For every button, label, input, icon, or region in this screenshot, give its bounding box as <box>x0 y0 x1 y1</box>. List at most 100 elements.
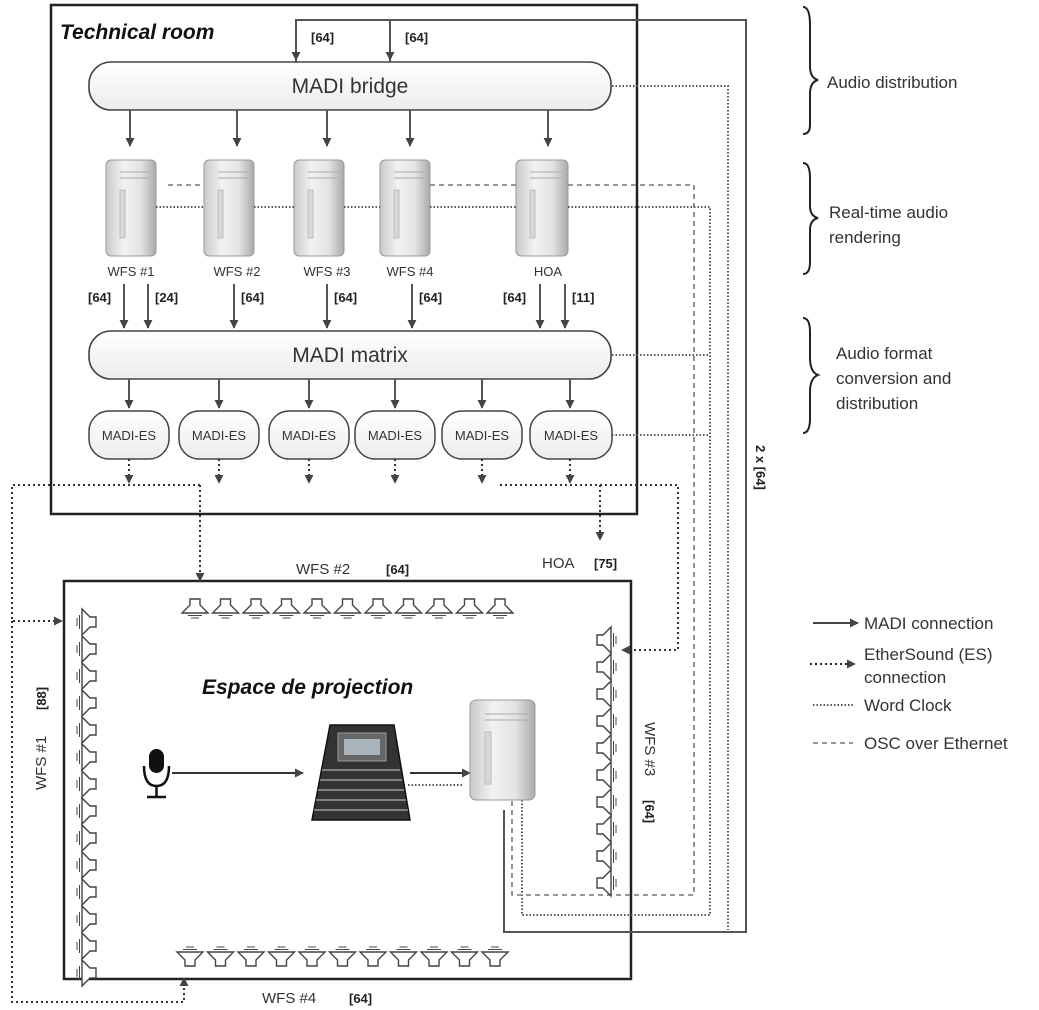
wfs2-speaker <box>486 598 514 619</box>
wfs2-speaker <box>364 598 392 619</box>
technical-room-frame <box>49 3 639 516</box>
madi-es-2-label: MADI-ES <box>192 428 247 443</box>
madi-matrix-label: MADI matrix <box>292 344 408 367</box>
wfs4-label: WFS #4 <box>262 990 316 1007</box>
wfs3-label: WFS #3 <box>641 722 658 776</box>
projection-space-title: Espace de projection <box>202 676 413 699</box>
legend-ethersound-line2: connection <box>864 668 946 687</box>
wfs3-speaker <box>596 788 617 816</box>
wfs1-speaker <box>76 959 97 987</box>
svg-text:WFS #3: WFS #3 <box>304 264 351 279</box>
hoa-channels: [75] <box>594 556 617 571</box>
wfs2-channels: [64] <box>386 562 409 577</box>
wfs4-speaker <box>237 946 265 967</box>
wfs4-speaker <box>450 946 479 967</box>
wfs1-speaker-array <box>76 608 97 987</box>
madi-es-4-label: MADI-ES <box>368 428 423 443</box>
wfs4-speaker-array <box>176 946 509 967</box>
brace-conversion <box>802 317 821 434</box>
wfs4-speaker <box>389 946 418 967</box>
wfs2-speaker <box>425 598 453 619</box>
wfs1-speaker <box>76 635 97 663</box>
input-channels-1: [64] <box>311 30 334 45</box>
wfs3-speaker <box>596 653 617 681</box>
matrix-input-5: [64] <box>419 290 442 305</box>
svg-text:WFS #4: WFS #4 <box>387 264 434 279</box>
wfs1-speaker <box>76 797 97 825</box>
stage-conversion-line1: Audio format <box>836 344 933 363</box>
wfs2-speaker <box>333 598 362 619</box>
wfs4-speaker <box>420 946 448 967</box>
wfs2-label: WFS #2 <box>296 561 350 578</box>
input-channels-2: [64] <box>405 30 428 45</box>
matrix-input-7: [11] <box>572 290 594 305</box>
wfs1-speaker <box>76 608 97 636</box>
stage-audio-distribution: Audio distribution <box>827 73 957 92</box>
wfs3-speaker <box>596 815 617 843</box>
projection-space-frame <box>62 579 633 981</box>
madi-bridge-box <box>88 61 612 111</box>
wfs4-channels: [64] <box>349 991 372 1006</box>
wfs4-speaker <box>206 946 235 967</box>
matrix-input-3: [64] <box>241 290 264 305</box>
madi-es-1-label: MADI-ES <box>102 428 157 443</box>
wfs1-speaker <box>76 878 97 906</box>
stage-conversion-line2: conversion and <box>836 369 951 388</box>
computer-wfs-4: WFS #4 <box>379 159 434 279</box>
wfs3-speaker <box>596 626 617 654</box>
computer-wfs-3: WFS #3 <box>293 159 351 279</box>
legend-osc: OSC over Ethernet <box>864 734 1008 753</box>
return-link-label: 2 x [64] <box>753 445 768 490</box>
wfs1-speaker <box>76 824 97 852</box>
wfs3-channels: [64] <box>642 800 657 823</box>
computer-wfs-1: WFS #1 <box>105 159 157 279</box>
wfs3-speaker <box>596 734 617 762</box>
legend-wordclock: Word Clock <box>864 696 952 715</box>
wfs2-speaker <box>211 598 240 619</box>
wfs1-speaker <box>76 770 97 798</box>
wfs4-speaker <box>176 946 204 967</box>
matrix-input-4: [64] <box>334 290 357 305</box>
wfs2-speaker <box>303 598 331 619</box>
wfs1-speaker <box>76 932 97 960</box>
wfs4-speaker <box>359 946 387 967</box>
wfs1-speaker <box>76 662 97 690</box>
wfs2-speaker <box>272 598 301 619</box>
mixing-console-icon <box>311 724 411 821</box>
projection-computer-icon <box>469 699 536 801</box>
madi-matrix-box <box>88 330 612 380</box>
wfs2-speaker <box>455 598 484 619</box>
technical-room-title: Technical room <box>60 21 214 44</box>
madi-es-6-label: MADI-ES <box>544 428 599 443</box>
wfs2-speaker-array <box>181 598 514 619</box>
hoa-label: HOA <box>542 555 575 572</box>
legend-ethersound-line1: EtherSound (ES) <box>864 645 993 664</box>
wfs4-speaker <box>267 946 296 967</box>
wfs1-channels: [88] <box>34 687 49 710</box>
wfs2-speaker <box>394 598 423 619</box>
wfs2-speaker <box>181 598 209 619</box>
microphone-icon <box>142 749 171 799</box>
wfs3-speaker <box>596 707 617 735</box>
wfs3-speaker-array <box>596 626 617 897</box>
svg-text:HOA: HOA <box>534 264 563 279</box>
wfs1-speaker <box>76 716 97 744</box>
computer-wfs-2: WFS #2 <box>203 159 261 279</box>
svg-text:WFS #2: WFS #2 <box>214 264 261 279</box>
madi-es-3-label: MADI-ES <box>282 428 337 443</box>
wfs3-speaker <box>596 680 617 708</box>
wfs1-label: WFS #1 <box>33 736 50 790</box>
stage-conversion-line3: distribution <box>836 394 918 413</box>
wfs3-speaker <box>596 869 617 897</box>
wfs1-speaker <box>76 743 97 771</box>
wfs3-speaker <box>596 842 617 870</box>
matrix-input-6: [64] <box>503 290 526 305</box>
madi-bridge-label: MADI bridge <box>292 75 409 98</box>
brace-audio-distribution <box>802 6 819 135</box>
wfs4-speaker <box>328 946 357 967</box>
madi-es-5-label: MADI-ES <box>455 428 510 443</box>
computer-hoa: HOA <box>515 159 569 279</box>
svg-text:WFS #1: WFS #1 <box>108 264 155 279</box>
stage-rendering-line1: Real-time audio <box>829 203 948 222</box>
